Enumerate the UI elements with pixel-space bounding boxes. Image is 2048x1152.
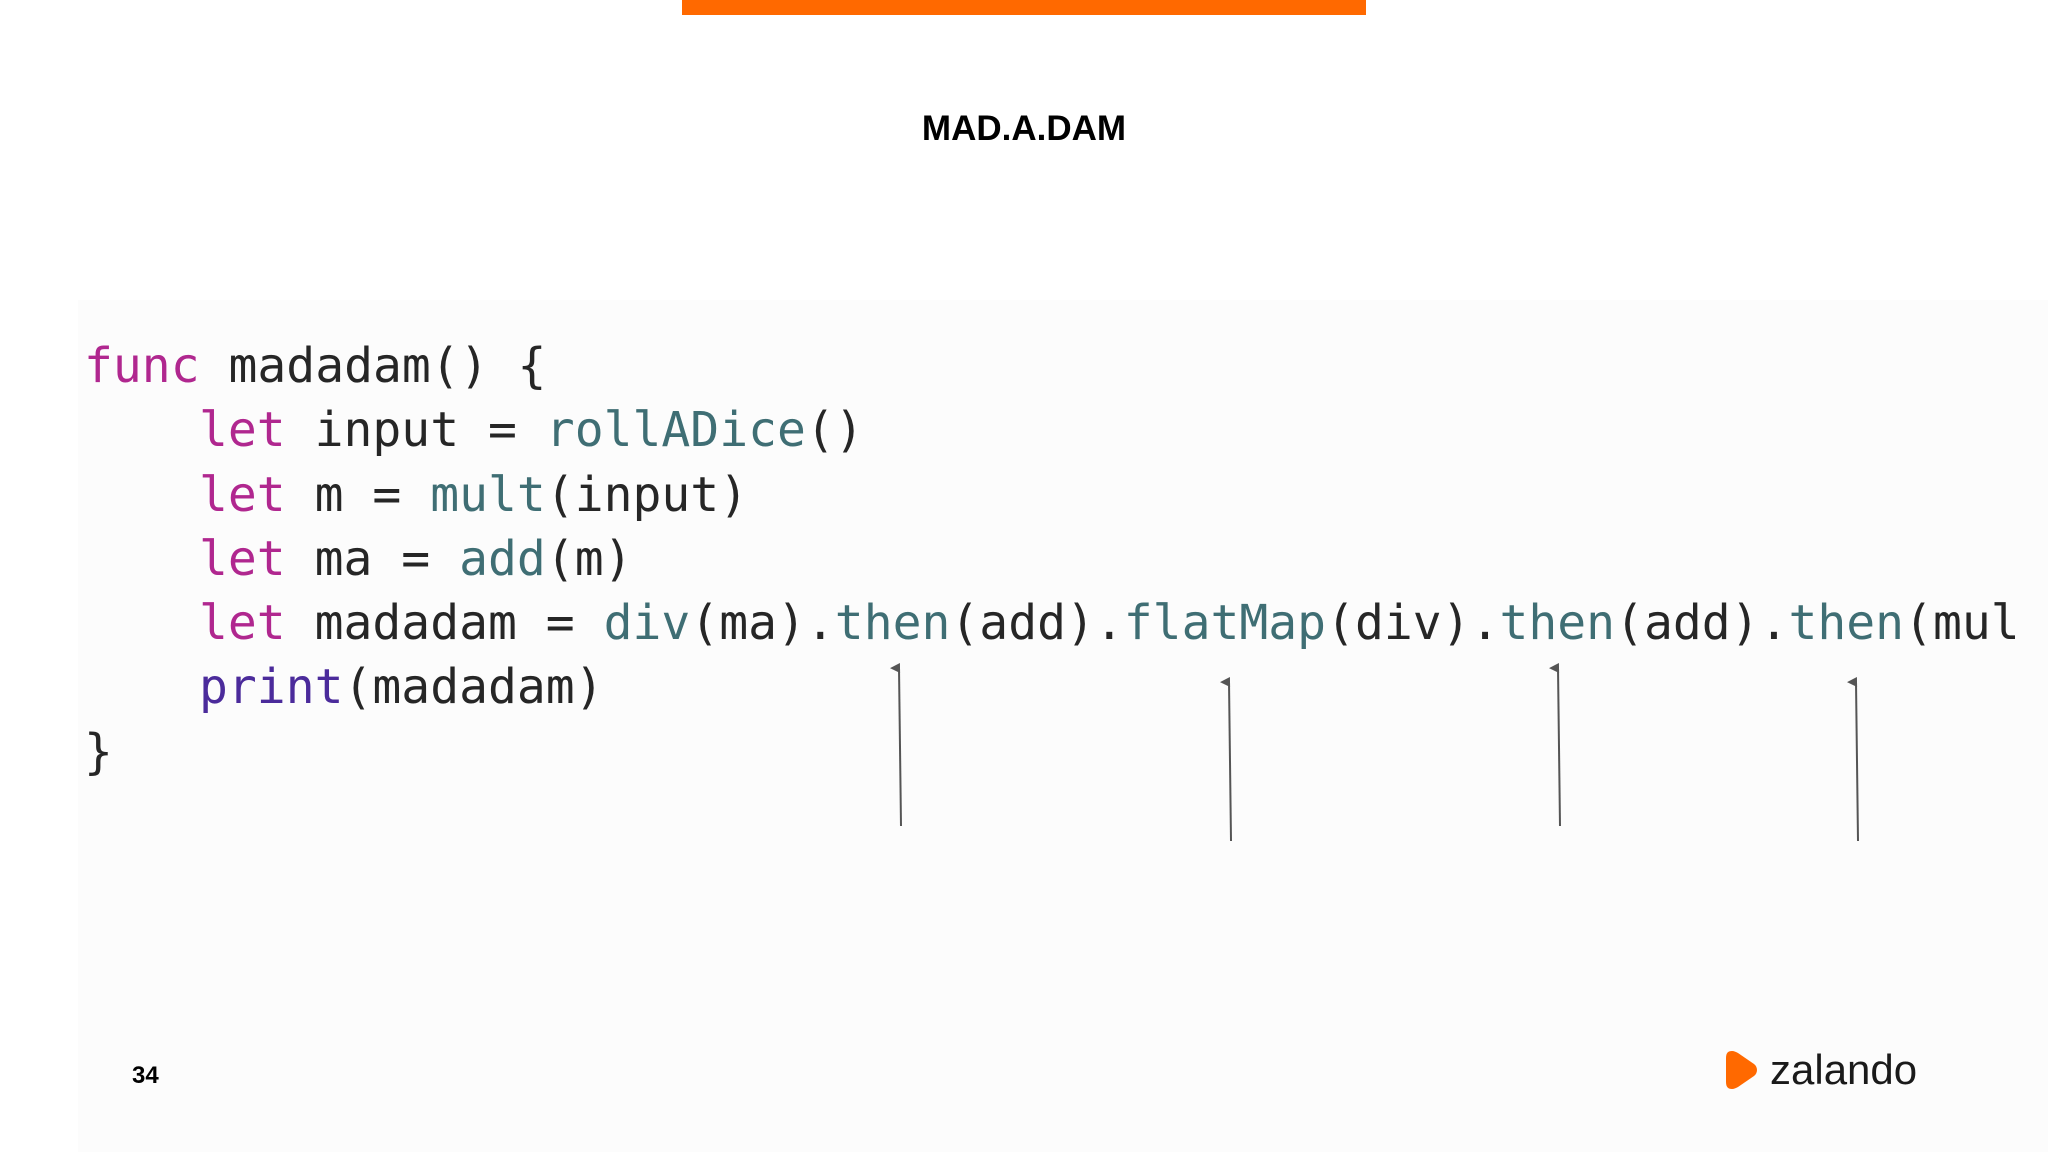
code-text: madadam() { <box>228 338 547 394</box>
code-text: madadam = <box>314 595 604 652</box>
brand-name: zalando <box>1770 1046 1918 1093</box>
code-text: (div). <box>1326 595 1500 652</box>
zalando-logo-icon <box>1726 1051 1757 1089</box>
code-keyword: let <box>199 530 286 587</box>
code-text: (ma). <box>690 595 835 652</box>
code-text: m = <box>314 466 431 523</box>
code-text: ma = <box>314 530 460 587</box>
code-line-7: } <box>84 720 2020 784</box>
code-text: (input) <box>545 466 749 523</box>
brand-logo: zalando <box>1724 1046 1917 1094</box>
code-line-1: func madadam() { <box>84 334 2020 398</box>
code-function: then <box>1499 595 1616 652</box>
code-text: (add). <box>1615 595 1789 652</box>
code-line-6: print(madadam) <box>84 655 2020 719</box>
code-function: print <box>199 659 344 716</box>
code-line-2: let input = rollADice() <box>84 398 2020 462</box>
code-line-5: let madadam = div(ma).then(add).flatMap(… <box>84 591 2020 655</box>
code-text: } <box>84 723 113 780</box>
code-panel <box>78 300 2048 1152</box>
accent-bar <box>682 0 1366 15</box>
code-text: (m) <box>545 530 633 587</box>
code-function: div <box>603 595 691 652</box>
code-keyword: let <box>199 402 286 459</box>
code-keyword: let <box>199 595 286 652</box>
code-text: () <box>805 402 864 459</box>
code-text: input = <box>314 402 546 459</box>
page-number: 34 <box>132 1062 159 1089</box>
code-text: (add). <box>950 595 1124 652</box>
code-function: rollADice <box>545 402 806 459</box>
code-function: then <box>1788 595 1905 652</box>
code-text: (madadam) <box>343 659 604 716</box>
code-function: add <box>459 530 546 587</box>
code-line-4: let ma = add(m) <box>84 527 2020 591</box>
code-line-3: let m = mult(input) <box>84 463 2020 527</box>
code-keyword: func <box>84 338 200 394</box>
code-keyword: let <box>199 466 286 523</box>
code-text: (mul <box>1904 595 2020 652</box>
code-function: flatMap <box>1123 595 1327 652</box>
code-block: func madadam() {let input = rollADice()l… <box>84 334 2020 784</box>
code-function: then <box>834 595 951 652</box>
code-function: mult <box>430 466 546 523</box>
slide-title: MAD.A.DAM <box>921 109 1127 148</box>
